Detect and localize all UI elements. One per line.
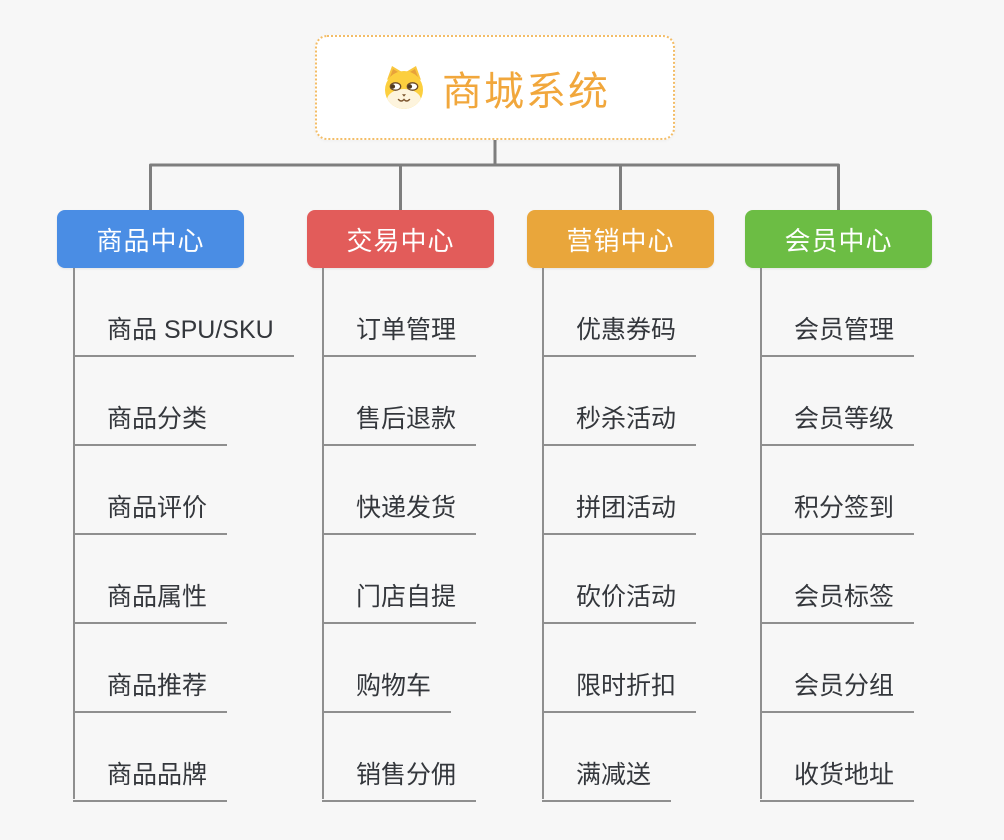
mindmap-node-item[interactable]: 商品分类 <box>73 402 228 446</box>
branch-items-marketing-center: 优惠券码 秒杀活动 拼团活动 砍价活动 限时折扣 满减送 <box>542 268 697 802</box>
mindmap-node-item[interactable]: 秒杀活动 <box>542 402 697 446</box>
mindmap-node-item[interactable]: 售后退款 <box>322 402 477 446</box>
mindmap-node-item[interactable]: 销售分佣 <box>322 758 477 802</box>
dog-face-icon <box>380 64 428 112</box>
mindmap-node-item[interactable]: 快递发货 <box>322 491 477 535</box>
mindmap-node-item[interactable]: 砍价活动 <box>542 580 697 624</box>
mindmap-node-item[interactable]: 商品推荐 <box>73 669 228 713</box>
root-node[interactable]: 商城系统 <box>315 35 675 140</box>
mindmap-node-item[interactable]: 商品品牌 <box>73 758 228 802</box>
branch-items-member-center: 会员管理 会员等级 积分签到 会员标签 会员分组 收货地址 <box>760 268 915 802</box>
branch-items-trade-center: 订单管理 售后退款 快递发货 门店自提 购物车 销售分佣 <box>322 268 477 802</box>
mindmap-node-item[interactable]: 商品属性 <box>73 580 228 624</box>
mindmap-node-item[interactable]: 购物车 <box>322 669 452 713</box>
mindmap-node-item[interactable]: 会员分组 <box>760 669 915 713</box>
branch-items-product-center: 商品 SPU/SKU 商品分类 商品评价 商品属性 商品推荐 商品品牌 <box>73 268 294 802</box>
mindmap-node-item[interactable]: 拼团活动 <box>542 491 697 535</box>
mindmap-node-item[interactable]: 订单管理 <box>322 313 477 357</box>
mindmap-node-item[interactable]: 会员等级 <box>760 402 915 446</box>
mindmap-node-item[interactable]: 商品评价 <box>73 491 228 535</box>
branch-header-trade-center[interactable]: 交易中心 <box>307 210 494 268</box>
mindmap-node-item[interactable]: 收货地址 <box>760 758 915 802</box>
mindmap-node-item[interactable]: 会员标签 <box>760 580 915 624</box>
branch-header-member-center[interactable]: 会员中心 <box>745 210 932 268</box>
root-title: 商城系统 <box>442 69 610 114</box>
mindmap-node-item[interactable]: 优惠券码 <box>542 313 697 357</box>
mindmap-node-item[interactable]: 积分签到 <box>760 491 915 535</box>
mindmap-node-item[interactable]: 商品 SPU/SKU <box>73 313 294 357</box>
mindmap-node-item[interactable]: 门店自提 <box>322 580 477 624</box>
branch-header-product-center[interactable]: 商品中心 <box>57 210 244 268</box>
branch-header-marketing-center[interactable]: 营销中心 <box>527 210 714 268</box>
mindmap-node-item[interactable]: 会员管理 <box>760 313 915 357</box>
mindmap-node-item[interactable]: 满减送 <box>542 758 672 802</box>
mindmap-node-item[interactable]: 限时折扣 <box>542 669 697 713</box>
